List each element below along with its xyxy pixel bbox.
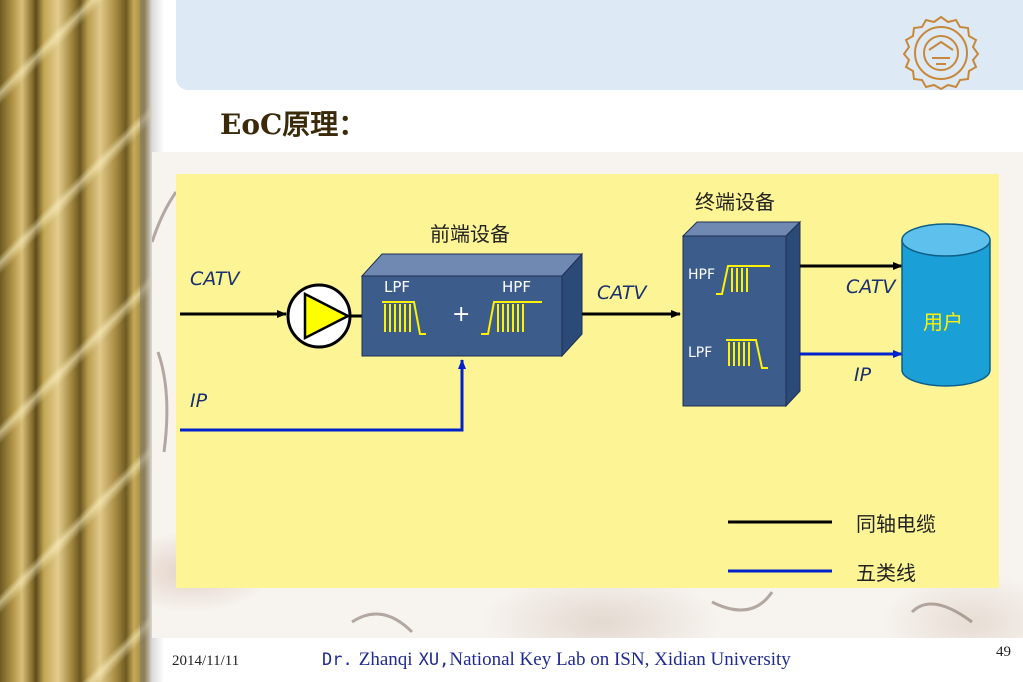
lpf-label: LPF — [384, 278, 411, 296]
eoc-diagram: CATV IP 前端设备 LPF HPF + CATV 终端设备 HPF LPF… — [176, 174, 999, 588]
plus-sign: + — [452, 302, 471, 327]
headend-title: 前端设备 — [430, 222, 510, 246]
ip-input-line — [180, 359, 466, 432]
terminal-device — [681, 220, 802, 408]
footer-date: 2014/11/11 — [172, 653, 240, 669]
terminal-title: 终端设备 — [695, 190, 775, 214]
hpf-filter-icon — [481, 301, 542, 335]
header-band — [176, 0, 1023, 90]
user-cylinder-icon — [901, 223, 991, 387]
amplifier-icon — [286, 283, 352, 349]
page-number: 49 — [996, 644, 1011, 660]
credit-affiliation: National Key Lab on ISN, Xidian Universi… — [449, 649, 791, 670]
terminal-lpf-icon — [726, 339, 768, 369]
credit-surname: XU, — [418, 650, 450, 670]
credit-prefix: Dr. — [322, 650, 353, 670]
catv-output-label: CATV — [846, 276, 896, 298]
ip-input-label: IP — [190, 390, 208, 412]
bamboo-side-strip — [0, 0, 152, 682]
user-label: 用户 — [923, 310, 963, 334]
footer-credit: Dr. Zhanqi XU,National Key Lab on ISN, X… — [322, 648, 791, 671]
credit-name: Zhanqi — [358, 649, 413, 670]
diagram-svg — [180, 220, 991, 573]
hpf-label: HPF — [502, 278, 531, 296]
lpf-filter-icon — [382, 301, 426, 335]
legend-coax-label: 同轴电缆 — [856, 512, 936, 536]
terminal-hpf-label: HPF — [688, 267, 716, 283]
terminal-lpf-label: LPF — [688, 345, 713, 361]
legend-cat5-label: 五类线 — [856, 561, 916, 585]
catv-mid-label: CATV — [597, 282, 647, 304]
university-seal-icon — [902, 15, 980, 90]
slide-title: EoC原理： — [220, 108, 367, 141]
ip-output-label: IP — [854, 364, 872, 386]
catv-input-label: CATV — [190, 268, 240, 290]
terminal-hpf-icon — [716, 265, 770, 295]
headend-device — [360, 252, 584, 358]
